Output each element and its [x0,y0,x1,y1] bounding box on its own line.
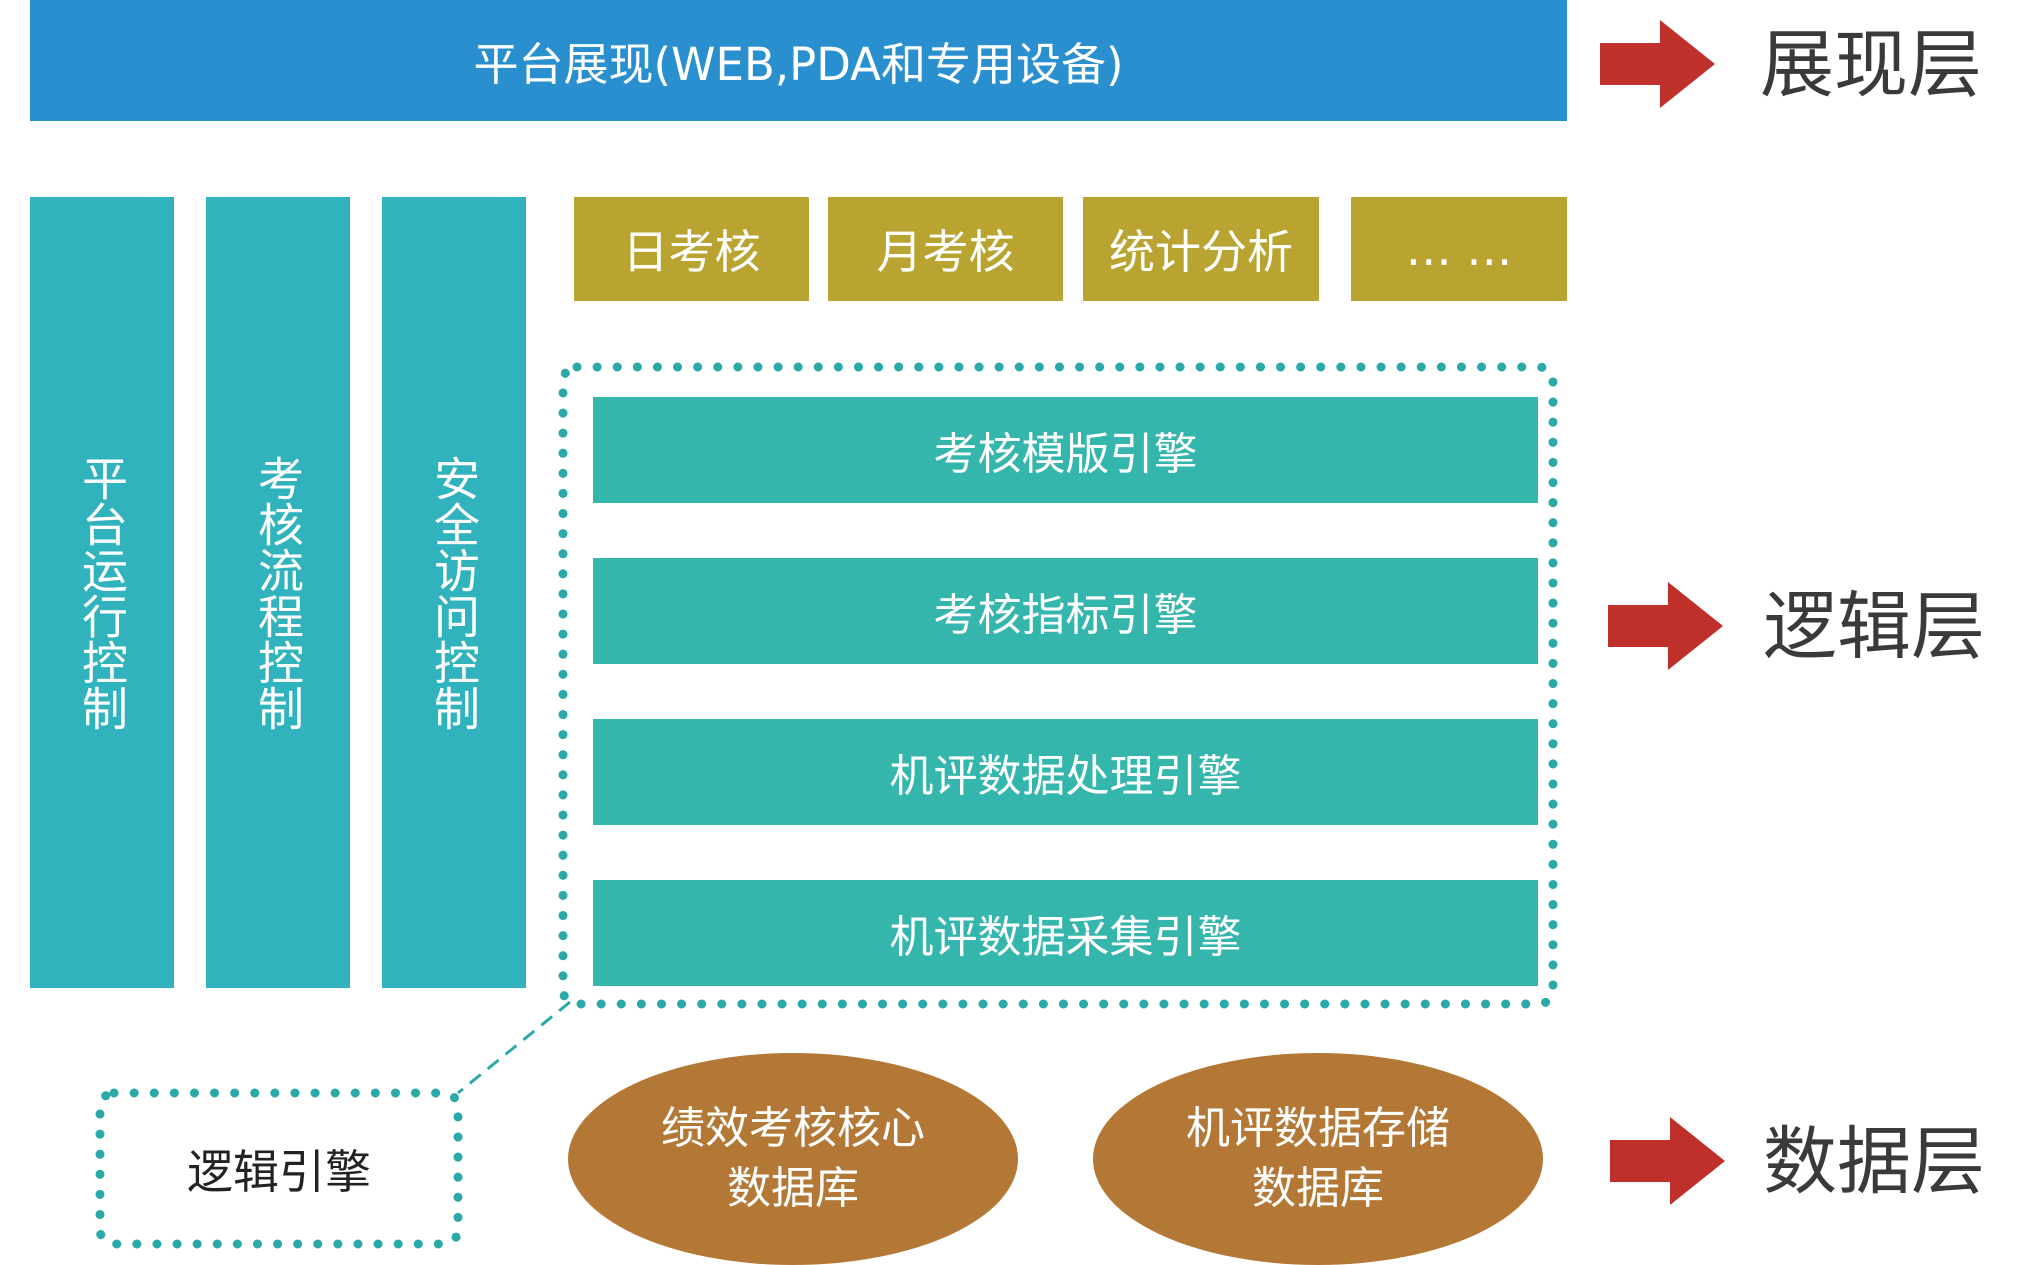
engine-label: 考核模版引擎 [933,429,1198,480]
database-auto-eval-storage: 机评数据存储 数据库 [1093,1053,1543,1265]
engine-auto-eval-collection: 机评数据采集引擎 [593,880,1538,986]
presentation-bar-label: 平台展现(WEB,PDA和专用设备) [473,38,1124,91]
database-label-line1: 机评数据存储 [1186,1103,1450,1154]
module-daily-assessment: 日考核 [574,197,809,301]
database-label-line2: 数据库 [1252,1163,1384,1214]
presentation-layer-arrow-icon [1600,20,1715,108]
control-column-platform-operation: 平台运行控制 [30,197,174,988]
database-performance-core: 绩效考核核心 数据库 [568,1053,1018,1265]
engine-label: 机评数据处理引擎 [889,751,1242,802]
logic-engine-connector [457,1000,571,1095]
logic-layer-label: 逻辑层 [1763,584,1985,670]
logic-engine-legend: 逻辑引擎 [100,1093,458,1244]
data-layer-label: 数据层 [1763,1119,1985,1205]
module-label: 月考核 [876,225,1015,279]
logic-engine-legend-label: 逻辑引擎 [187,1144,371,1199]
control-column-security-access: 安全访问控制 [382,197,526,988]
control-column-label: 安全访问控制 [427,454,481,731]
module-label: 日考核 [622,225,761,279]
presentation-layer-label: 展现层 [1760,22,1982,108]
module-more: … … [1351,197,1567,301]
engine-assessment-template: 考核模版引擎 [593,397,1538,503]
engine-label: 机评数据采集引擎 [889,912,1242,963]
presentation-bar: 平台展现(WEB,PDA和专用设备) [30,0,1567,121]
database-label-line1: 绩效考核核心 [661,1103,925,1154]
logic-engine-group-border [558,362,1558,1009]
engine-auto-eval-processing: 机评数据处理引擎 [593,719,1538,825]
control-column-assessment-flow: 考核流程控制 [206,197,350,988]
logic-engine-legend-border [95,1088,463,1249]
control-column-label: 考核流程控制 [251,454,305,731]
module-statistical-analysis: 统计分析 [1083,197,1319,301]
module-monthly-assessment: 月考核 [828,197,1063,301]
database-label-line2: 数据库 [727,1163,859,1214]
module-label: … … [1405,222,1513,276]
logic-layer-arrow-icon [1608,582,1723,670]
engine-label: 考核指标引擎 [933,590,1198,641]
engine-assessment-indicator: 考核指标引擎 [593,558,1538,664]
data-layer-arrow-icon [1610,1117,1725,1205]
module-label: 统计分析 [1109,225,1293,279]
control-column-label: 平台运行控制 [75,454,129,731]
